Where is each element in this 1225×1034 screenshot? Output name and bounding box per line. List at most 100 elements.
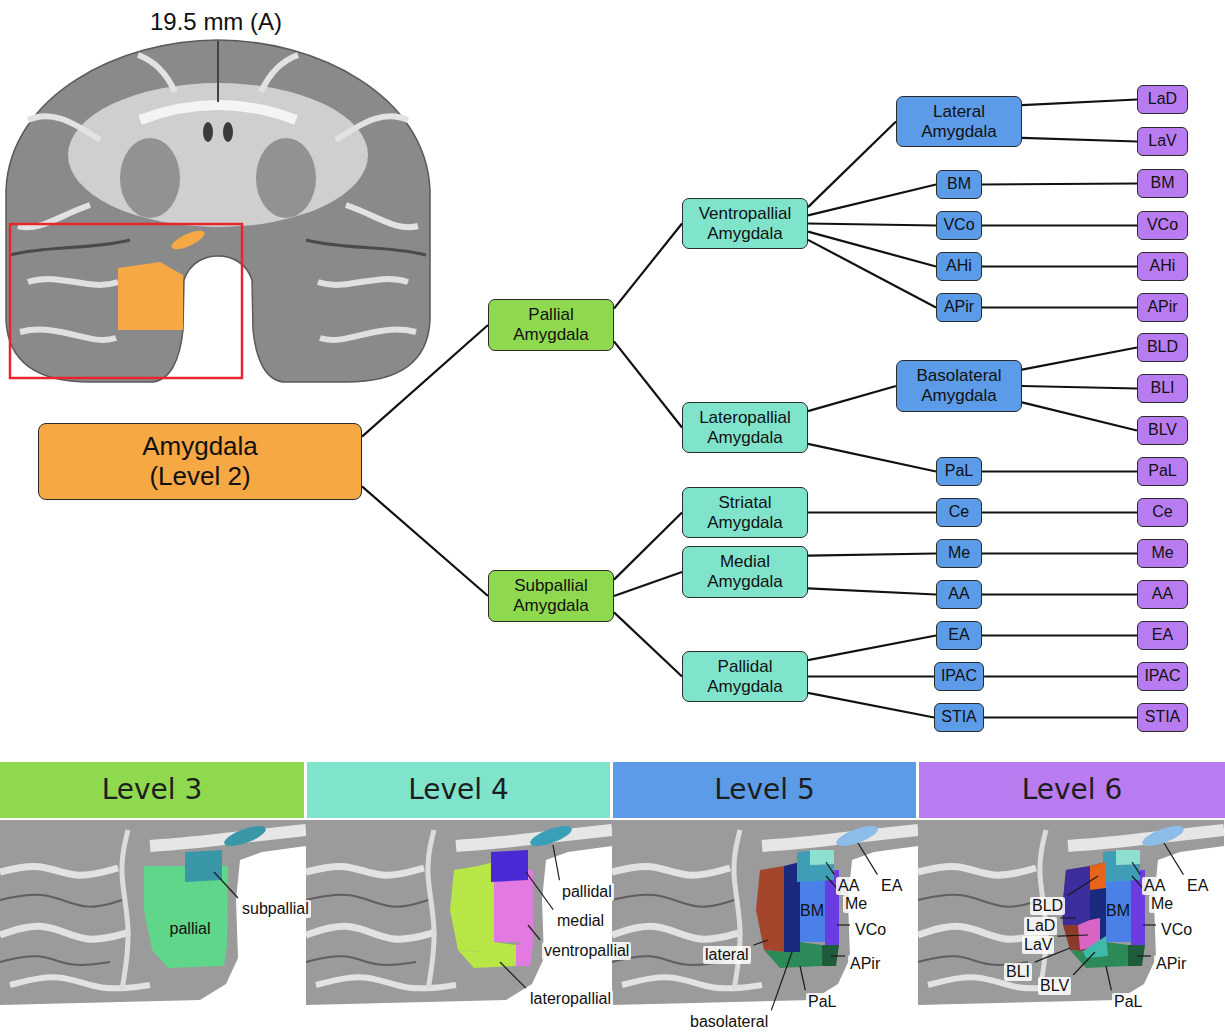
box-label: PaL [1148, 462, 1176, 480]
region-label: pallidal [560, 883, 614, 901]
tree-connector [982, 470, 1137, 472]
box-label: AHi [946, 257, 972, 275]
box-label: Medial Amygdala [691, 552, 799, 591]
leader-line [837, 924, 850, 925]
tree-connector [982, 552, 1137, 554]
region-fill [1106, 878, 1131, 942]
hierarchy-box: Medial Amygdala [682, 546, 808, 597]
striatum [120, 138, 180, 218]
tree-connector [808, 240, 936, 308]
gyral-white-matter [18, 55, 418, 227]
tree-connector [362, 486, 488, 596]
region-label: BLI [1004, 963, 1032, 981]
hierarchy-box: Lateropallial Amygdala [682, 402, 808, 453]
leader-line [500, 962, 526, 988]
level-title: Level 6 [1022, 774, 1123, 806]
tree-connector [808, 386, 896, 411]
box-label: Basolateral Amygdala [905, 366, 1013, 405]
hierarchy-box: Lateral Amygdala [896, 96, 1022, 147]
crop-frame [10, 224, 242, 378]
sulcus [612, 895, 734, 907]
hierarchy-box: BLD [1137, 333, 1188, 361]
region-fill [1063, 925, 1080, 950]
region-fill [1083, 936, 1108, 958]
gyral-white-matter [622, 977, 762, 988]
tree-connector [808, 184, 936, 215]
box-label: PaL [945, 462, 973, 480]
region-fill [516, 945, 533, 966]
region-fill [494, 878, 519, 942]
level-band: Level 3 [0, 762, 304, 818]
gyral-white-matter [428, 830, 434, 990]
leader-line [1164, 843, 1183, 875]
tree-connector [984, 675, 1137, 677]
gyral-white-matter [918, 866, 1036, 875]
hierarchy-box: EA [936, 621, 982, 649]
box-label: STIA [1145, 708, 1181, 726]
hierarchy-box: Basolateral Amygdala [896, 360, 1022, 411]
region-label: lateropallial [528, 990, 613, 1008]
hierarchy-box: Ce [936, 498, 982, 526]
sulcus [306, 895, 428, 907]
tree-connector [808, 553, 936, 555]
hierarchy-box: STIA [1137, 703, 1188, 731]
level-band: Level 4 [307, 762, 610, 818]
box-label: AA [1152, 585, 1173, 603]
hierarchy-box: BM [936, 170, 982, 198]
gyral-white-matter [306, 866, 424, 875]
hierarchy-box: BM [1137, 169, 1188, 197]
tree-connector [614, 224, 682, 309]
region-fill [756, 866, 784, 952]
leader-line [1143, 924, 1156, 925]
box-label: Amygdala (Level 2) [105, 432, 295, 492]
level-title: Level 4 [408, 774, 509, 806]
tree-connector [808, 122, 896, 208]
sulcus [0, 895, 122, 907]
hierarchy-box: VCo [1137, 211, 1188, 239]
region-label: EA [1185, 877, 1210, 895]
leader-line [553, 845, 559, 880]
box-label: LaD [1148, 90, 1177, 108]
box-label: Subpallial Amygdala [497, 576, 605, 615]
leader-line [528, 925, 540, 940]
level-band: Level 5 [613, 762, 916, 818]
box-label: BM [1151, 174, 1175, 192]
region-label: ventropallial [542, 942, 631, 960]
hierarchy-box: AA [936, 580, 982, 608]
striatum [256, 138, 316, 218]
box-label: Pallial Amygdala [497, 305, 605, 344]
leader-line [753, 940, 768, 945]
box-label: EA [948, 626, 969, 644]
leader-line [858, 843, 877, 875]
box-label: APir [944, 298, 974, 316]
region-label: EA [879, 877, 904, 895]
tree-connector [1022, 99, 1137, 105]
hierarchy-box: BLV [1137, 416, 1188, 444]
hierarchy-box: Pallidal Amygdala [682, 651, 808, 702]
hierarchy-box: AHi [936, 252, 982, 280]
hierarchy-box: PaL [1137, 457, 1188, 485]
box-label: Lateral Amygdala [905, 102, 1013, 141]
hierarchy-box: APir [1137, 293, 1188, 321]
tree-connector [808, 224, 936, 226]
hierarchy-box: Ce [1137, 498, 1188, 526]
tree-connector [984, 716, 1137, 718]
region-label: BLD [1030, 897, 1065, 915]
tree-connector [1022, 138, 1137, 142]
box-label: Lateropallial Amygdala [691, 408, 799, 447]
region-label: BM [800, 902, 824, 920]
leader-line [1060, 917, 1076, 918]
hierarchy-box: BLI [1137, 374, 1188, 402]
region-label: medial [555, 912, 606, 930]
tree-connector [808, 588, 936, 594]
gyral-white-matter [0, 926, 130, 939]
region-fill [1103, 851, 1140, 882]
hierarchy-box: IPAC [934, 662, 984, 690]
leader-line [1132, 862, 1140, 875]
region-fill [764, 942, 822, 968]
gyral-white-matter [0, 866, 118, 875]
box-label: VCo [943, 216, 974, 234]
hierarchy-box: AA [1137, 580, 1188, 608]
region-fill [800, 878, 825, 942]
